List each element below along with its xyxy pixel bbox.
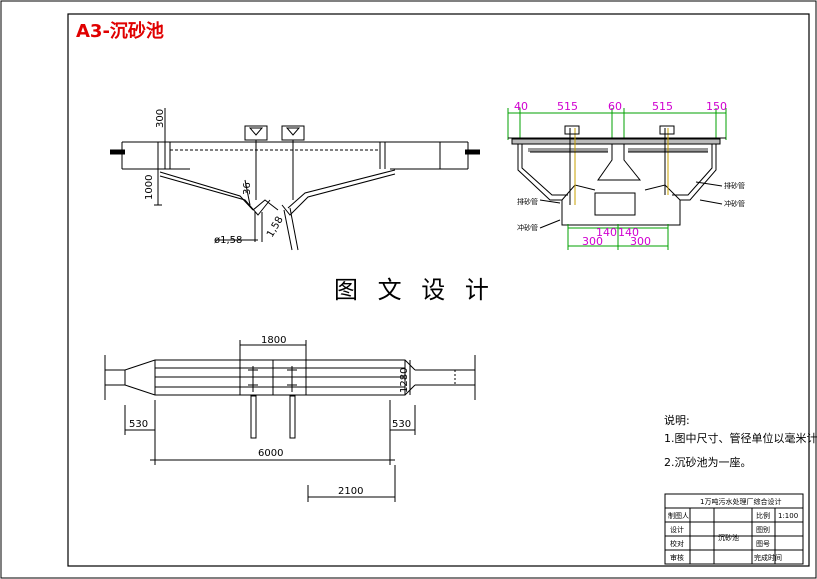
- detail-dim-140-a: 140: [596, 226, 617, 239]
- note-item-2: 2.沉砂池为一座。: [664, 455, 752, 469]
- detail-label-2: 冲砂管: [517, 223, 538, 232]
- plan-view: [104, 340, 476, 502]
- detail-dim-515-a: 515: [557, 100, 578, 113]
- title-block: [664, 493, 804, 565]
- tb-r3-c0: 审核: [670, 553, 684, 562]
- dim-300: 300: [155, 109, 166, 128]
- dim-36: 36: [242, 182, 253, 195]
- tb-r0-c2: 比例: [756, 511, 770, 520]
- detail-dim-300-b: 300: [630, 235, 651, 248]
- tb-r2-c1: 沉砂池: [718, 533, 739, 542]
- detail-dim-60: 60: [608, 100, 622, 113]
- tb-r2-c2: 图号: [756, 540, 770, 548]
- inner-border: [67, 13, 810, 567]
- title-block-project: 1万吨污水处理厂综合设计: [700, 497, 781, 506]
- plan-dim-2100: 2100: [338, 486, 363, 497]
- dim-158: 1,58: [265, 215, 286, 240]
- dim-1000: 1000: [144, 175, 155, 200]
- detail-dim-40: 40: [514, 100, 528, 113]
- plan-dim-1800: 1800: [261, 335, 286, 346]
- dim-pipe-158: ø1,58: [214, 235, 242, 246]
- detail-label-1: 排砂管: [517, 197, 538, 206]
- plan-dim-1280: 1280: [399, 368, 410, 393]
- detail-dim-300-a: 300: [582, 235, 603, 248]
- detail-label-4: 冲砂管: [724, 199, 745, 208]
- tb-r1-c0: 设计: [670, 525, 684, 534]
- watermark-text: 图 文 设 计: [334, 276, 495, 304]
- plan-dim-530-right: 530: [392, 419, 411, 430]
- tb-r1-c2: 图别: [756, 525, 770, 534]
- plan-dim-530-left: 530: [129, 419, 148, 430]
- tb-r3-c2: 完成时间: [754, 553, 782, 562]
- notes-heading: 说明:: [664, 413, 690, 427]
- detail-dim-140-b: 140: [618, 226, 639, 239]
- tb-r0-c3: 1:100: [778, 512, 798, 520]
- detail-dim-150: 150: [706, 100, 727, 113]
- detail-label-3: 排砂管: [724, 181, 745, 190]
- note-item-1: 1.图中尺寸、管径单位以毫米计。: [664, 431, 817, 445]
- detail-dim-515-b: 515: [652, 100, 673, 113]
- tb-r0-c0: 制图人: [668, 511, 689, 520]
- plan-dim-6000: 6000: [258, 448, 283, 459]
- section-view: [110, 108, 480, 251]
- detail-view: [507, 108, 727, 250]
- sheet-title: A3-沉砂池: [76, 20, 164, 42]
- tb-r2-c0: 校对: [670, 539, 684, 548]
